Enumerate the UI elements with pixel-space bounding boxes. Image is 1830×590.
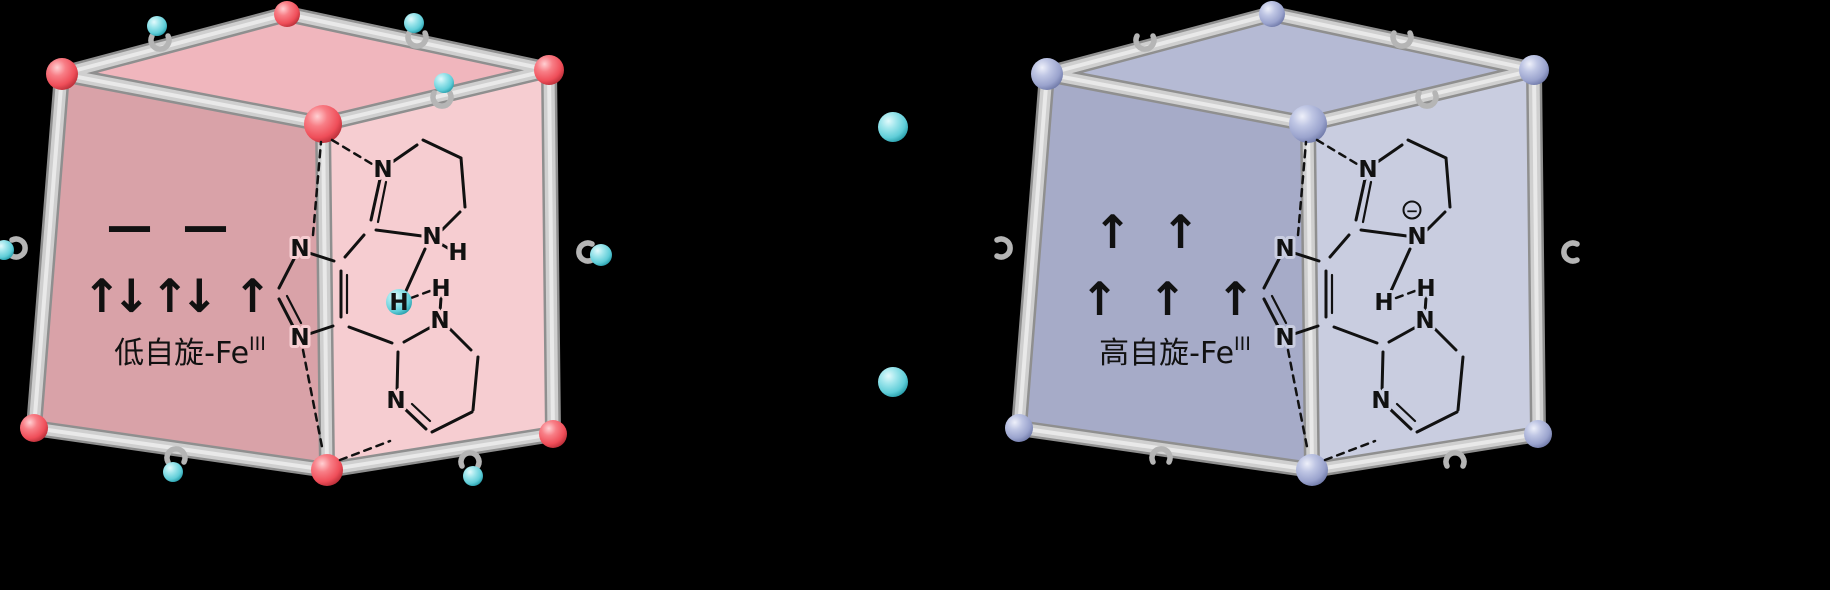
atom-label-h: H [431, 276, 450, 302]
bound-proton-sphere [590, 244, 612, 266]
atom-label-n: N [1358, 157, 1377, 183]
orbital-symbol: ↑ [233, 269, 263, 323]
negative-charge-icon [1402, 200, 1422, 220]
orbital-symbol: ↑ [1161, 205, 1191, 259]
released-protons [878, 112, 908, 397]
bound-proton-sphere [163, 462, 183, 482]
coordination-dashes [301, 138, 392, 462]
bound-proton-sphere [147, 16, 167, 36]
spin-state-text: 低自旋-Fe [114, 336, 249, 371]
spin-state-superscript: III [249, 333, 266, 355]
bound-proton-sphere [434, 73, 454, 93]
vertex-sphere [534, 55, 564, 85]
left-cube: —— ↑↓↑↓↑ 低自旋-FeIII N N N N H H H N N [0, 1, 612, 486]
right-cube-vertex-spheres [1005, 1, 1552, 486]
bound-proton-sphere [404, 13, 424, 33]
orbital-symbol: ↑ [1080, 272, 1110, 326]
vertex-sphere [311, 454, 343, 486]
spin-state-text: 高自旋-Fe [1099, 336, 1234, 371]
spin-state-label: 高自旋-FeIII [1099, 333, 1251, 371]
vertex-sphere [274, 1, 300, 27]
negative-charge-sign: − [1406, 202, 1419, 220]
cube-right-face [1308, 70, 1538, 470]
cube-left-face [1019, 74, 1312, 470]
right-cube-faces [1019, 14, 1538, 470]
atom-label-n: N [430, 308, 449, 334]
atom-label-n: N [290, 236, 309, 262]
cube-left-face [34, 74, 327, 470]
spin-state-label: 低自旋-FeIII [114, 333, 266, 371]
vertex-sphere [1259, 1, 1285, 27]
atom-label-n: N [1275, 236, 1294, 262]
ligand-double-bonds [285, 180, 432, 423]
ligand-bonds [1262, 138, 1465, 434]
free-proton-sphere [878, 367, 908, 397]
right-ligand-structure: − N N N N H H N N [1262, 138, 1465, 462]
bound-proton-sphere [463, 466, 483, 486]
atom-label-n: N [1407, 224, 1426, 250]
vertex-sphere [304, 105, 342, 143]
atom-label-n: N [1371, 388, 1390, 414]
atom-label-n: N [1415, 308, 1434, 334]
atom-label-bridging-h: H [1374, 290, 1393, 316]
bridging-proton-sphere [386, 289, 412, 315]
vertex-sphere [1524, 420, 1552, 448]
atom-label-h: H [448, 240, 467, 266]
orbital-symbol: ↑↓ [82, 269, 142, 323]
atom-label-bridging-h: H [389, 290, 408, 316]
hydrogen-bond-dash [409, 289, 432, 300]
orbital-symbol: ↑ [1216, 272, 1246, 326]
left-cube-edge-claws [0, 13, 612, 486]
hydrogen-bond-dash [1394, 289, 1417, 300]
vertex-sphere [1289, 105, 1327, 143]
cube-right-face [323, 70, 553, 470]
spin-state-superscript: III [1234, 333, 1251, 355]
vertex-sphere [1296, 454, 1328, 486]
orbital-symbol: ↑ [1093, 205, 1123, 259]
vertex-sphere [1031, 58, 1063, 90]
left-cube-faces [34, 14, 553, 470]
vertex-sphere [539, 420, 567, 448]
coordination-dashes [1286, 138, 1377, 462]
orbital-row-t2g: ↑↓↑↓ ↑ [82, 269, 272, 323]
atom-label-n: N [373, 157, 392, 183]
atom-label-n: N [422, 224, 441, 250]
orbital-symbol: ↑ [1148, 272, 1178, 326]
atom-label-h: H [1416, 276, 1435, 302]
free-proton-sphere [878, 112, 908, 142]
bound-proton-sphere [0, 240, 14, 260]
orbital-symbol: ↑↓ [150, 269, 210, 323]
vertex-sphere [1519, 55, 1549, 85]
left-cube-vertex-spheres [20, 1, 567, 486]
atom-label-n: N [290, 325, 309, 351]
atom-label-n: N [386, 388, 405, 414]
ligand-double-bonds [1270, 180, 1417, 423]
orbital-row-t2g: ↑ ↑ ↑ [1080, 272, 1255, 326]
left-ligand-structure: N N N N H H H N N [277, 138, 480, 462]
vertex-sphere [46, 58, 78, 90]
atom-label-n: N [1275, 325, 1294, 351]
right-cube: ↑ ↑ ↑ ↑ ↑ 高自旋-FeIII − N N N N H H N N [997, 1, 1577, 486]
vertex-sphere [20, 414, 48, 442]
ligand-bonds [277, 138, 480, 434]
vertex-sphere [1005, 414, 1033, 442]
